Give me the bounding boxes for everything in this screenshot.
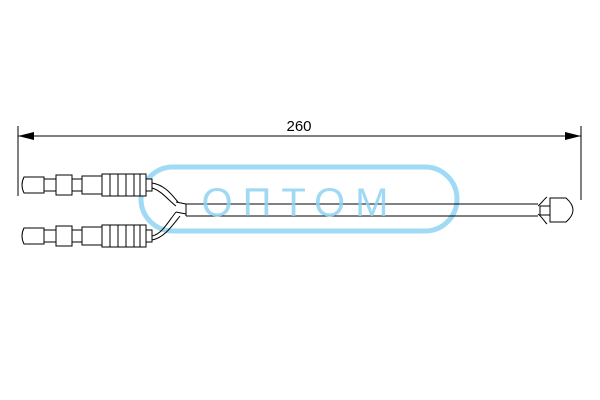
lower-probe-sleeve: [101, 224, 147, 248]
cable-junction: [175, 201, 187, 215]
upper-probe-ring: [81, 175, 103, 195]
upper-lead-wire-b: [151, 187, 177, 207]
main-cable: [175, 201, 538, 217]
sensor-neck: [539, 205, 551, 216]
lower-probe-body: [43, 229, 57, 243]
upper-probe-collar: [55, 174, 73, 196]
lower-probe-end: [145, 229, 153, 243]
left-arrowhead: [18, 132, 34, 140]
sensor-wire-bottom: [537, 213, 548, 225]
watermark-frame: [138, 164, 460, 234]
lower-probe-tip: [21, 227, 45, 245]
sensor-wire-top: [537, 196, 548, 207]
sensor-body: [549, 197, 574, 223]
upper-probe-body: [43, 178, 57, 192]
lower-lead-wire: [151, 211, 177, 237]
upper-probe-end: [145, 178, 153, 192]
upper-lead-wire: [151, 182, 179, 203]
lower-probe-neck: [71, 229, 83, 243]
lower-probe-collar: [55, 225, 73, 247]
lower-sensor-probe: [21, 211, 181, 248]
watermark: [138, 164, 460, 234]
watermark-text: ОПТОМ: [202, 181, 399, 225]
upper-probe-tip: [21, 176, 45, 194]
upper-probe-sleeve: [101, 173, 147, 197]
upper-probe-neck: [71, 178, 83, 192]
lower-probe-ring: [81, 226, 103, 246]
upper-sensor-probe: [21, 173, 179, 207]
lower-lead-wire-b: [151, 215, 181, 241]
dimension-group: 260: [17, 118, 582, 200]
dimension-label: 260: [286, 118, 311, 135]
right-arrowhead: [565, 132, 581, 140]
sensor-head: [537, 196, 574, 225]
